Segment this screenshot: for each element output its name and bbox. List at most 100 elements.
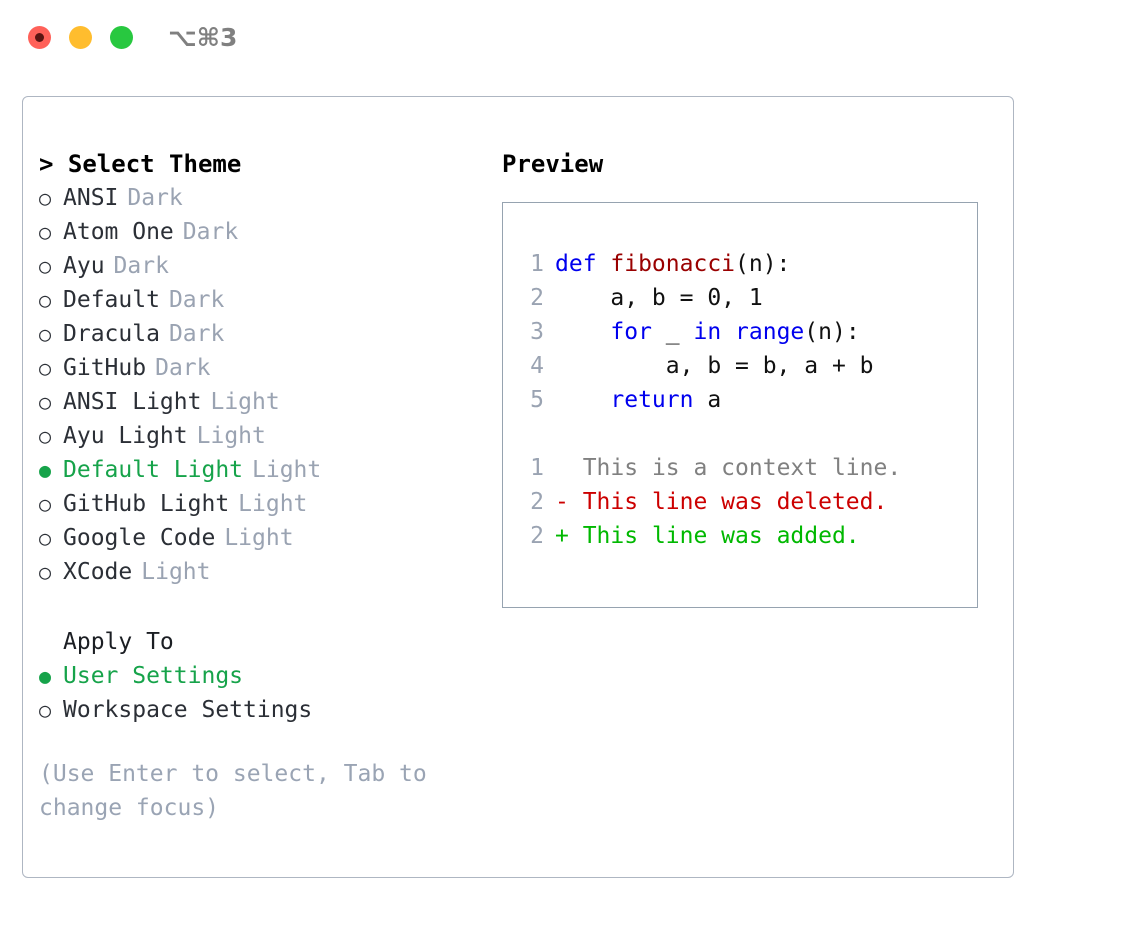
- code-token: a, b = 0, 1: [555, 285, 763, 311]
- code-token: return: [610, 387, 694, 413]
- code-line-content: return a: [555, 383, 721, 417]
- diff-marker: +: [555, 523, 583, 549]
- title-bar: ⌥⌘3: [0, 0, 1140, 78]
- theme-option-category: Dark: [113, 253, 169, 279]
- radio-unselected-icon: ○: [39, 288, 52, 312]
- theme-option-atom-one[interactable]: ○ Atom One Dark: [39, 215, 479, 249]
- apply-to-option-list: ● User Settings ○Workspace Settings: [39, 659, 479, 727]
- theme-option-xcode[interactable]: ○ XCode Light: [39, 555, 479, 589]
- code-line-number: 5: [530, 387, 544, 413]
- theme-option-label: Atom One: [63, 219, 174, 245]
- diff-line-ctx: 1 This is a context line.: [514, 451, 977, 485]
- radio-unselected-icon: ○: [39, 254, 52, 278]
- theme-option-category: Dark: [168, 321, 225, 347]
- code-line-content: a, b = 0, 1: [555, 281, 763, 315]
- radio-unselected-icon: ○: [39, 220, 52, 244]
- preview-heading: Preview: [502, 150, 604, 178]
- radio-unselected-icon: ○: [39, 526, 52, 550]
- code-token: def: [555, 251, 611, 277]
- diff-line-number: 2: [530, 523, 544, 549]
- code-line-number: 4: [530, 353, 544, 379]
- radio-unselected-icon: ○: [39, 560, 52, 584]
- keyboard-hint-text: (Use Enter to select, Tab to change focu…: [39, 761, 441, 821]
- theme-option-ayu[interactable]: ○ Ayu Dark: [39, 249, 479, 283]
- code-line-number: 3: [530, 319, 544, 345]
- code-line-content: def fibonacci(n):: [555, 247, 790, 281]
- diff-line-del: 2- This line was deleted.: [514, 485, 977, 519]
- code-line: 5 return a: [514, 383, 977, 417]
- theme-option-label: GitHub Light: [63, 491, 230, 517]
- code-spacer: [514, 417, 977, 451]
- apply-to-option-user-settings[interactable]: ● User Settings: [39, 659, 479, 693]
- theme-option-google-code[interactable]: ○ Google Code Light: [39, 521, 479, 555]
- radio-unselected-icon: ○: [39, 186, 52, 210]
- theme-option-ansi-light[interactable]: ○ ANSI Light Light: [39, 385, 479, 419]
- radio-unselected-icon: ○: [39, 356, 52, 380]
- traffic-light-buttons: [28, 26, 133, 49]
- theme-option-label: ANSI Light: [63, 389, 202, 415]
- diff-marker: -: [555, 489, 583, 515]
- code-token: (n):: [735, 251, 791, 277]
- radio-selected-icon: ●: [39, 664, 52, 688]
- theme-option-category: Light: [224, 525, 294, 551]
- radio-unselected-icon: ○: [39, 390, 52, 414]
- apply-to-option-label: User Settings: [63, 663, 244, 689]
- diff-line-content: This line was deleted.: [582, 489, 888, 515]
- code-line: 1 def fibonacci(n):: [514, 247, 977, 281]
- theme-option-label: ANSI: [63, 185, 119, 211]
- select-theme-heading: > Select Theme: [39, 150, 242, 178]
- code-token: [555, 387, 610, 413]
- diff-line-content: This is a context line.: [582, 455, 902, 481]
- code-line: 4 a, b = b, a + b: [514, 349, 977, 383]
- code-token: in: [693, 319, 722, 345]
- diff-line-add: 2 + This line was added.: [514, 519, 977, 553]
- code-line-number: 2: [530, 285, 544, 311]
- code-line: 2 a, b = 0, 1: [514, 281, 977, 315]
- theme-option-category: Light: [210, 389, 280, 415]
- close-button[interactable]: [28, 26, 51, 49]
- code-token: a: [693, 387, 722, 413]
- code-token: range: [735, 319, 805, 345]
- diff-marker: [555, 451, 583, 485]
- code-token: for: [610, 319, 652, 345]
- theme-option-category: Dark: [182, 219, 239, 245]
- theme-option-label: Default Light: [63, 457, 244, 483]
- theme-option-category: Light: [141, 559, 211, 585]
- radio-unselected-icon: ○: [39, 698, 52, 722]
- radio-unselected-icon: ○: [39, 424, 52, 448]
- theme-option-label: XCode: [63, 559, 133, 585]
- theme-option-label: GitHub: [63, 355, 147, 381]
- diff-line-content: This line was added.: [582, 523, 860, 549]
- minimize-button[interactable]: [69, 26, 92, 49]
- zoom-button[interactable]: [110, 26, 133, 49]
- radio-unselected-icon: ○: [39, 492, 52, 516]
- code-line-content: a, b = b, a + b: [555, 349, 874, 383]
- code-token: a, b = b, a + b: [555, 353, 874, 379]
- theme-option-label: Ayu: [63, 253, 105, 279]
- theme-option-category: Light: [252, 457, 322, 483]
- diff-line-number: 2: [530, 489, 544, 515]
- radio-unselected-icon: ○: [39, 322, 52, 346]
- theme-option-label: Google Code: [63, 525, 216, 551]
- code-line-number: 1: [530, 251, 544, 277]
- code-token: _: [651, 319, 694, 345]
- theme-option-label: Ayu Light: [63, 423, 188, 449]
- theme-option-category: Light: [196, 423, 266, 449]
- code-token: [721, 319, 735, 345]
- apply-to-option-workspace-settings[interactable]: ○Workspace Settings: [39, 693, 479, 727]
- apply-to-heading: Apply To: [63, 629, 174, 655]
- theme-option-ayu-light[interactable]: ○ Ayu Light Light: [39, 419, 479, 453]
- keyboard-shortcut-label: ⌥⌘3: [168, 23, 238, 52]
